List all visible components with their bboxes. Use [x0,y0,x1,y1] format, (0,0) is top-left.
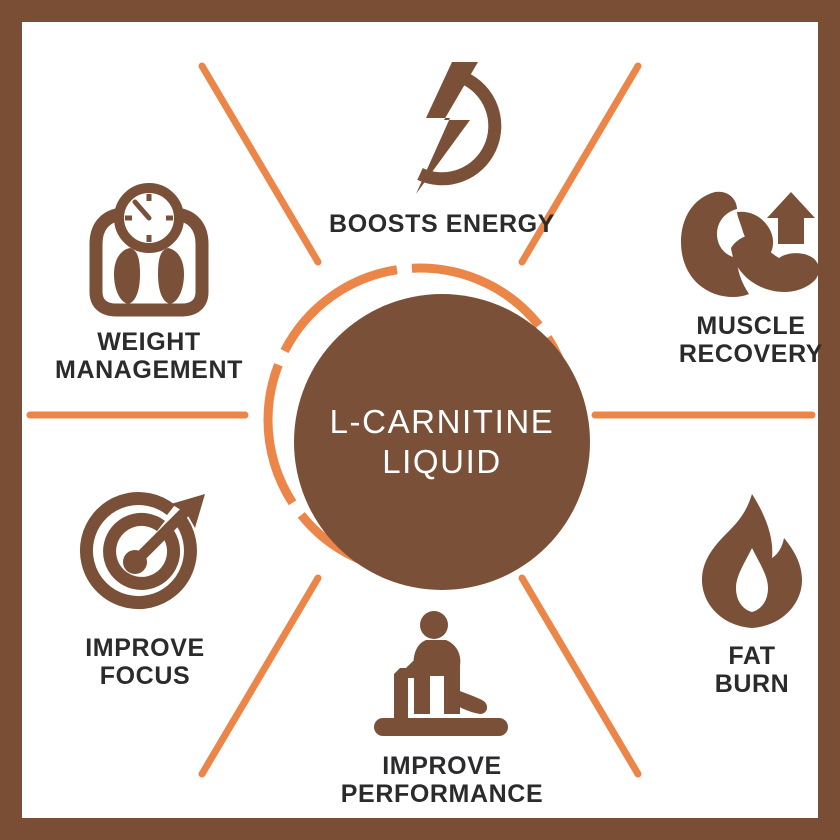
benefit-node-boosts-energy[interactable]: BOOSTS ENERGY [320,56,564,238]
benefit-node-improve-performance[interactable]: IMPROVE PERFORMANCE [280,610,604,808]
center-hub: L-CARNITINE LIQUID [286,286,598,598]
benefit-label-fat-burn: FAT BURN [714,642,790,698]
benefit-node-muscle-recovery[interactable]: MUSCLE RECOVERY [646,182,840,368]
flame-icon [690,492,814,632]
benefit-label-muscle-recovery: MUSCLE RECOVERY [678,312,824,368]
benefit-label-improve-focus: IMPROVE FOCUS [85,634,205,690]
treadmill-runner-icon [364,610,520,742]
benefit-node-weight-management[interactable]: WEIGHT MANAGEMENT [38,174,260,384]
benefit-node-improve-focus[interactable]: IMPROVE FOCUS [36,492,254,690]
benefit-label-boosts-energy: BOOSTS ENERGY [329,210,555,238]
hub-title-line1: L-CARNITINE [329,402,555,440]
benefit-label-weight-management: WEIGHT MANAGEMENT [55,328,243,384]
bathroom-scale-icon [82,174,216,318]
target-arrow-icon [75,492,215,624]
infographic-canvas: L-CARNITINE LIQUID BOOSTS ENERGY [22,22,822,818]
hub-title-line2: LIQUID [382,443,502,480]
flexed-bicep-arrow-up-icon [675,182,827,302]
benefit-label-improve-performance: IMPROVE PERFORMANCE [340,752,544,808]
hub-disc [294,294,590,590]
hub-title: L-CARNITINE LIQUID [286,286,598,598]
benefit-node-fat-burn[interactable]: FAT BURN [654,492,840,698]
lightning-bolt-circle-icon [374,56,510,200]
